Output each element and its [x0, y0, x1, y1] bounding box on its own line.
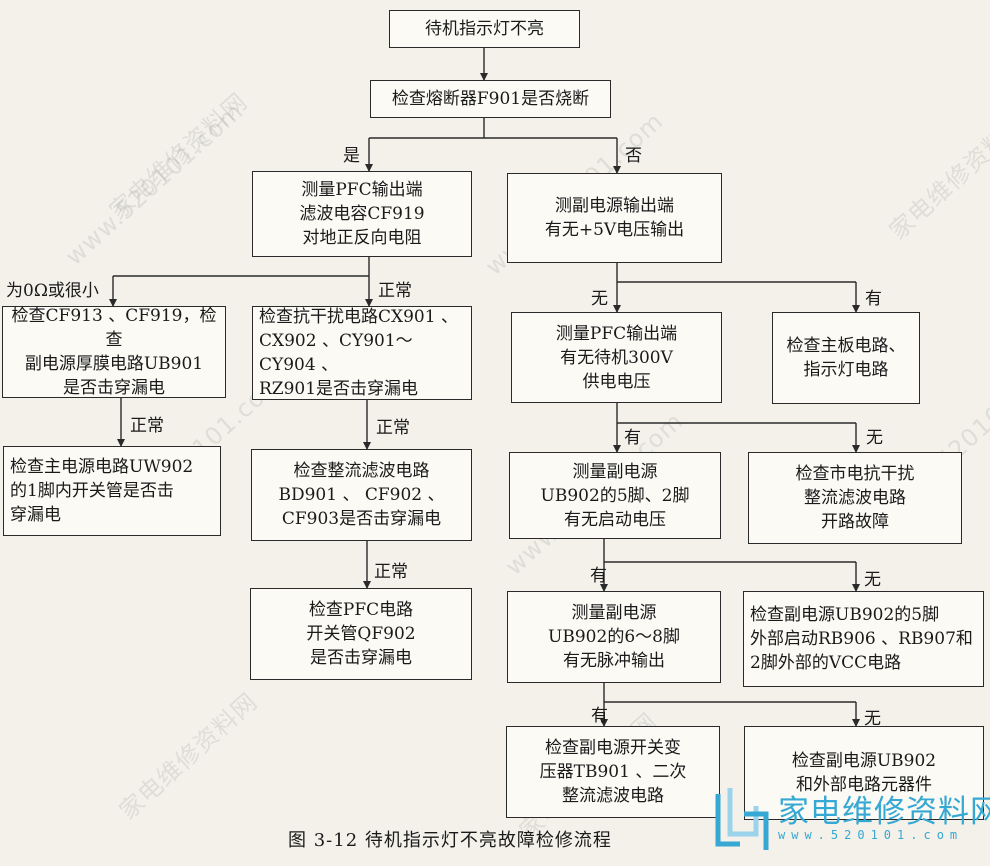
- logo-mark-icon: [715, 788, 769, 850]
- flow-node-check-emi: 检查抗干扰电路CX901 、 CX902 、CY901～CY904 、 RZ90…: [252, 306, 472, 400]
- flow-node-check-fuse: 检查熔断器F901是否烧断: [370, 80, 611, 118]
- site-logo: 家电维修资料网 www.520101.com: [712, 782, 990, 858]
- flow-node-start: 待机指示灯不亮: [389, 10, 580, 48]
- flow-node-measure-5v: 测副电源输出端 有无+5V电压输出: [507, 173, 722, 263]
- logo-url: www.520101.com: [778, 828, 964, 842]
- flow-node-measure-pfc-cap: 测量PFC输出端 滤波电容CF919 对地正反向电阻: [252, 171, 472, 257]
- branch-label-yes: 是: [343, 146, 360, 166]
- flow-node-measure-startup: 测量副电源 UB902的5脚、2脚 有无启动电压: [509, 452, 721, 539]
- branch-label-normal: 正常: [378, 281, 412, 301]
- flow-node-check-uw902: 检查主电源电路UW902 的1脚内开关管是否击 穿漏电: [3, 446, 221, 536]
- flow-node-check-rectifier: 检查整流滤波电路 BD901 、 CF902 、 CF903是否击穿漏电: [251, 449, 472, 541]
- flow-node-check-pfc-switch: 检查PFC电路 开关管QF902 是否击穿漏电: [250, 588, 472, 680]
- flow-node-check-mainboard: 检查主板电路、 指示灯电路: [772, 312, 920, 404]
- branch-label-normal: 正常: [376, 418, 410, 438]
- branch-label-yes: 有: [590, 566, 607, 586]
- branch-label-no: 否: [625, 146, 642, 166]
- branch-label-zero: 为0Ω或很小: [6, 281, 99, 301]
- logo-name: 家电维修资料网: [778, 794, 990, 830]
- branch-label-no: 无: [591, 289, 608, 309]
- flow-node-check-startup-circuit: 检查副电源UB902的5脚 外部启动RB906 、RB907和 2脚外部的VCC…: [743, 591, 984, 687]
- figure-caption: 图 3-12 待机指示灯不亮故障检修流程: [288, 830, 612, 851]
- branch-label-yes: 有: [865, 289, 882, 309]
- branch-label-yes: 有: [591, 706, 608, 726]
- flow-node-check-mains-filter: 检查市电抗干扰 整流滤波电路 开路故障: [748, 452, 962, 544]
- branch-label-no: 无: [866, 428, 883, 448]
- branch-label-normal: 正常: [374, 562, 408, 582]
- flow-node-check-ub902: 检查副电源UB902 和外部电路元器件: [744, 726, 984, 820]
- branch-label-yes: 有: [624, 428, 641, 448]
- branch-label-normal: 正常: [130, 416, 164, 436]
- branch-label-no: 无: [864, 709, 881, 729]
- flow-node-check-transformer: 检查副电源开关变 压器TB901 、二次 整流滤波电路: [506, 726, 720, 818]
- flow-node-measure-300v: 测量PFC输出端 有无待机300V 供电电压: [511, 312, 722, 403]
- branch-label-no: 无: [864, 570, 881, 590]
- flow-node-measure-pulse: 测量副电源 UB902的6～8脚 有无脉冲输出: [507, 591, 721, 683]
- flow-node-check-ub901: 检查CF913 、CF919，检查 副电源厚膜电路UB901 是否击穿漏电: [2, 306, 226, 398]
